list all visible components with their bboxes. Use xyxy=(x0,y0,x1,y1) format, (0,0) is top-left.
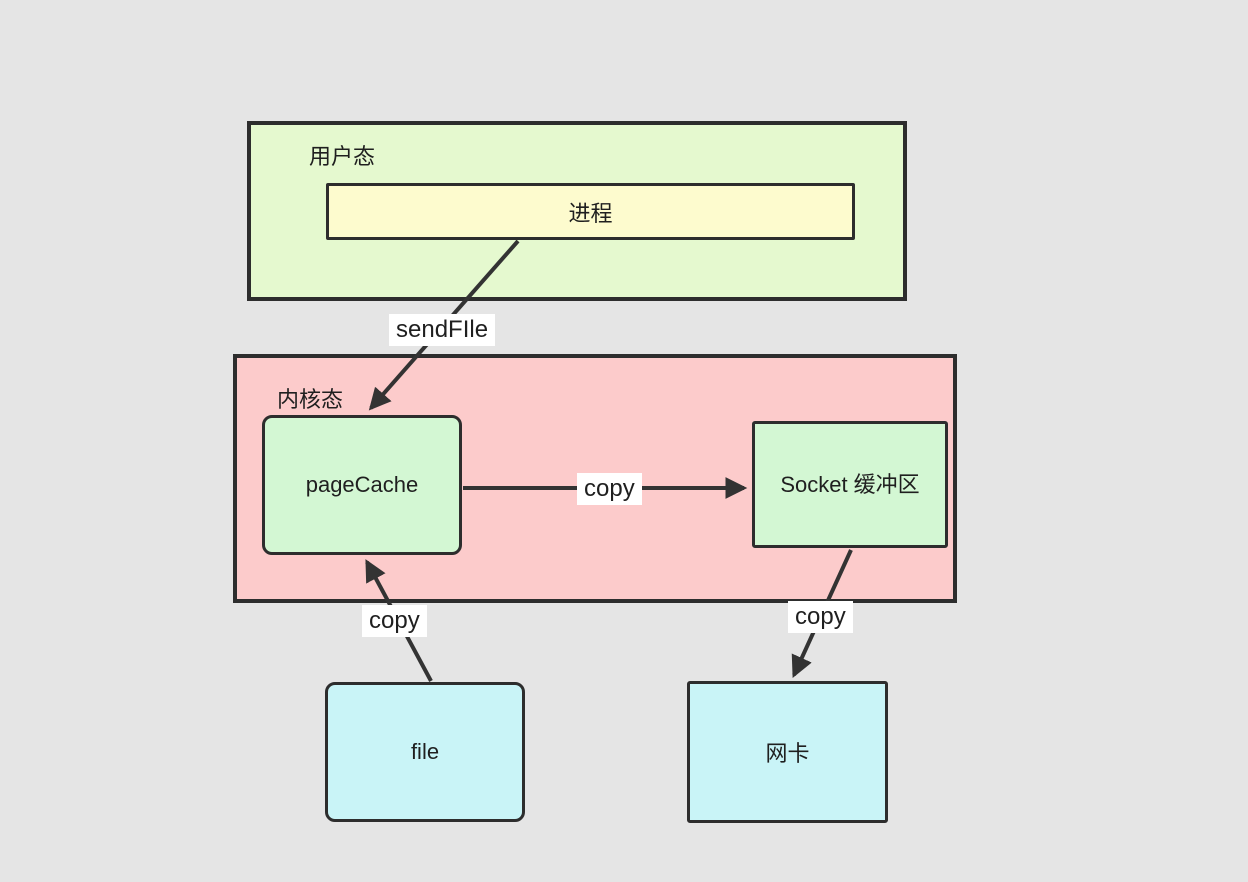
pagecache-to-socket-edge-label: copy xyxy=(577,473,642,505)
process-node-label: 进程 xyxy=(568,200,613,226)
process-node: 进程 xyxy=(326,183,855,240)
file-node: file xyxy=(325,682,525,822)
socket-to-nic-edge-label: copy xyxy=(788,601,853,633)
sendfile-edge-label: sendFIle xyxy=(389,314,496,346)
file-node-label: file xyxy=(410,739,440,764)
kernel-mode-zone-label: 内核态 xyxy=(277,387,344,412)
page-cache-node-label: pageCache xyxy=(305,472,419,497)
network-card-node: 网卡 xyxy=(687,681,888,823)
user-mode-zone-label: 用户态 xyxy=(309,144,376,169)
network-card-node-label: 网卡 xyxy=(765,741,810,766)
page-cache-node: pageCache xyxy=(262,415,462,555)
socket-buffer-node: Socket 缓冲区 xyxy=(752,421,948,548)
file-to-pagecache-edge-label: copy xyxy=(362,605,427,637)
socket-buffer-node-label: Socket 缓冲区 xyxy=(780,471,920,497)
